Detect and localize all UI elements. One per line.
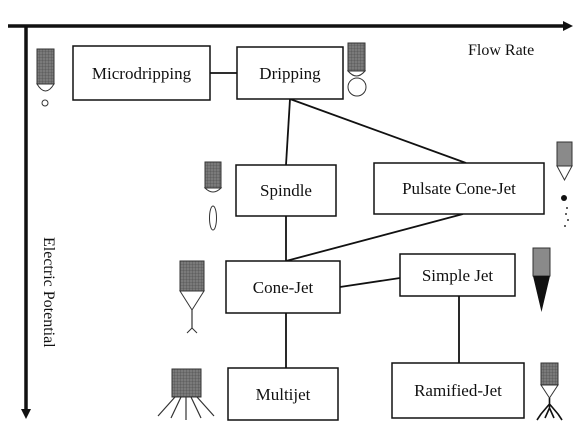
edge-dripping-pulsate [289, 98, 467, 164]
node-ramified-jet: Ramified-Jet [391, 362, 525, 419]
node-microdripping: Microdripping [72, 45, 211, 101]
flow-rate-label: Flow Rate [468, 42, 534, 59]
node-dripping-label: Dripping [259, 64, 321, 83]
node-dripping: Dripping [236, 46, 344, 100]
node-multijet-label: Multijet [256, 385, 311, 404]
node-spindle-label: Spindle [260, 181, 312, 200]
node-simple-jet: Simple Jet [399, 253, 516, 297]
node-pulsate-cone-jet: Pulsate Cone-Jet [373, 162, 545, 215]
edge-conejet-simplejet [339, 277, 401, 288]
dripping-nozzle-icon [346, 42, 367, 97]
electric-potential-label: Electric Potential [40, 237, 57, 348]
node-ramified-jet-label: Ramified-Jet [414, 381, 502, 400]
node-simple-jet-label: Simple Jet [422, 266, 494, 285]
ramified-jet-nozzle-icon [536, 362, 563, 421]
node-cone-jet: Cone-Jet [225, 260, 341, 314]
edge-pulsate-conejet [285, 213, 464, 262]
pulsate-cone-jet-nozzle-icon [556, 141, 573, 227]
multijet-nozzle-icon [157, 368, 215, 420]
cone-jet-nozzle-icon [179, 260, 205, 334]
node-microdripping-label: Microdripping [92, 64, 192, 83]
node-spindle: Spindle [235, 164, 337, 217]
node-multijet: Multijet [227, 367, 339, 421]
edge-dripping-spindle [285, 98, 291, 166]
spindle-nozzle-icon [203, 161, 223, 231]
microdripping-nozzle-icon [36, 48, 55, 107]
node-pulsate-cone-jet-label: Pulsate Cone-Jet [402, 179, 516, 198]
node-cone-jet-label: Cone-Jet [253, 278, 314, 297]
simple-jet-nozzle-icon [532, 247, 551, 312]
